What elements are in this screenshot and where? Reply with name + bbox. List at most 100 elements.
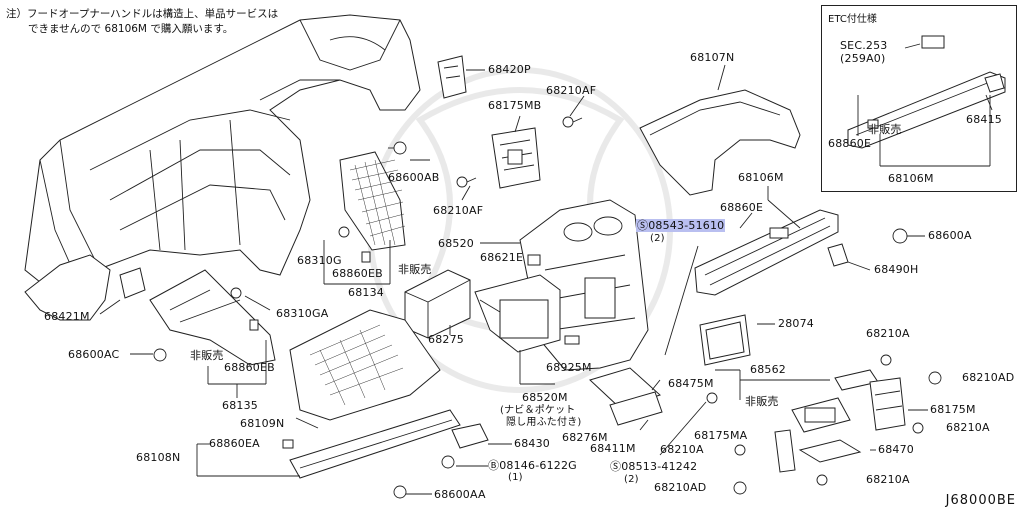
label-68108n[interactable]: 68108N bbox=[136, 451, 181, 464]
label-08543-code: 08543-51610 bbox=[648, 219, 725, 232]
label-68135[interactable]: 68135 bbox=[222, 399, 258, 412]
label-68210ad-2[interactable]: 68210AD bbox=[654, 481, 707, 494]
part-68135 bbox=[149, 269, 276, 366]
label-08146-qty: (1) bbox=[508, 472, 523, 483]
part-68421m bbox=[24, 254, 146, 321]
part-68109n-glovebox bbox=[289, 309, 441, 421]
note-line-1: 注）フードオープナーハンドルは構造上、単品サービスは bbox=[6, 8, 279, 20]
label-08543[interactable]: Ⓢ08543-51610 bbox=[636, 219, 726, 232]
label-68275[interactable]: 68275 bbox=[428, 333, 464, 346]
label-68562[interactable]: 68562 bbox=[750, 363, 786, 376]
label-08146[interactable]: Ⓑ08146-6122G bbox=[488, 459, 577, 472]
clip-68600ac bbox=[153, 348, 167, 362]
label-68520[interactable]: 68520 bbox=[438, 237, 474, 250]
label-68210a-3[interactable]: 68210A bbox=[660, 443, 704, 456]
screw-08513 bbox=[706, 392, 718, 404]
label-68107n[interactable]: 68107N bbox=[690, 51, 735, 64]
label-68520m[interactable]: 68520M bbox=[522, 391, 568, 404]
part-68411m bbox=[609, 391, 663, 426]
label-68106m[interactable]: 68106M bbox=[738, 171, 784, 184]
screw-68210a-3 bbox=[734, 444, 746, 456]
screw-68210a-4 bbox=[816, 474, 828, 486]
label-68490h[interactable]: 68490H bbox=[874, 263, 919, 276]
label-68276m[interactable]: 68276M bbox=[562, 431, 608, 444]
part-68925m bbox=[564, 335, 580, 345]
part-68470 bbox=[798, 439, 862, 463]
dashboard-upper-shell bbox=[24, 14, 421, 283]
clip-68600a bbox=[892, 228, 925, 244]
label-68175mb[interactable]: 68175MB bbox=[488, 99, 542, 112]
label-68600a[interactable]: 68600A bbox=[928, 229, 972, 242]
label-08513-qty: (2) bbox=[624, 474, 639, 485]
label-68210af-mid[interactable]: 68210AF bbox=[433, 204, 484, 217]
part-68621e bbox=[527, 254, 541, 266]
part-68175mb bbox=[491, 127, 541, 189]
screw-68210a-2 bbox=[912, 422, 924, 434]
label-68310ga[interactable]: 68310GA bbox=[276, 307, 329, 320]
part-68175m bbox=[869, 377, 906, 431]
etc-part-68106m[interactable]: 68106M bbox=[888, 172, 934, 185]
label-68134[interactable]: 68134 bbox=[348, 286, 384, 299]
part-68107n bbox=[639, 64, 801, 196]
label-68600ac[interactable]: 68600AC bbox=[68, 348, 120, 361]
screw-68210af-top bbox=[562, 116, 583, 128]
part-68108n bbox=[289, 409, 461, 479]
etc-part-68415[interactable]: 68415 bbox=[966, 113, 1002, 126]
label-68520m-note-1: (ナビ＆ポケット bbox=[500, 405, 576, 416]
label-68600aa[interactable]: 68600AA bbox=[434, 488, 486, 501]
label-68600ab[interactable]: 68600AB bbox=[388, 171, 440, 184]
leader-lines bbox=[99, 43, 993, 495]
label-68210a-4[interactable]: 68210A bbox=[866, 473, 910, 486]
label-68430[interactable]: 68430 bbox=[514, 437, 550, 450]
label-not-sold-3: 非販売 bbox=[745, 395, 779, 408]
clip-68860eb bbox=[249, 319, 259, 331]
label-68210af-top[interactable]: 68210AF bbox=[546, 84, 597, 97]
etc-not-sold: 非販売 bbox=[868, 123, 902, 136]
diagram-code: J68000BE bbox=[945, 493, 1016, 508]
label-68175m[interactable]: 68175M bbox=[930, 403, 976, 416]
part-68490h bbox=[827, 243, 849, 267]
label-68860ea[interactable]: 68860EA bbox=[209, 437, 260, 450]
label-68420p[interactable]: 68420P bbox=[488, 63, 531, 76]
label-68925m[interactable]: 68925M bbox=[546, 361, 592, 374]
label-not-sold-2: 非販売 bbox=[190, 349, 224, 362]
label-68210a-2[interactable]: 68210A bbox=[946, 421, 990, 434]
label-28074[interactable]: 28074 bbox=[778, 317, 814, 330]
label-68310g[interactable]: 68310G bbox=[297, 254, 342, 267]
label-68475m[interactable]: 68475M bbox=[668, 377, 714, 390]
etc-part-68860e[interactable]: 68860E bbox=[828, 137, 872, 150]
label-not-sold-1: 非販売 bbox=[398, 263, 432, 276]
clip-68600aa bbox=[393, 485, 407, 499]
screw-68210ad-2 bbox=[733, 481, 747, 495]
note-line-2: できませんので 68106M で購入願います。 bbox=[28, 23, 234, 35]
label-08543-qty: (2) bbox=[650, 233, 665, 244]
label-68621e[interactable]: 68621E bbox=[480, 251, 524, 264]
part-68475m-box bbox=[791, 397, 851, 433]
label-68411m[interactable]: 68411M bbox=[590, 442, 636, 455]
clip-68860ea bbox=[282, 439, 294, 449]
label-08513[interactable]: Ⓢ08513-41242 bbox=[610, 460, 698, 473]
label-68210ad-1[interactable]: 68210AD bbox=[962, 371, 1015, 384]
label-68860eb[interactable]: 68860EB bbox=[224, 361, 275, 374]
label-68421m[interactable]: 68421M bbox=[44, 310, 90, 323]
label-68520m-note-2: 隠し用ふた付き) bbox=[506, 417, 582, 428]
clip-68860eb-top bbox=[361, 251, 371, 263]
etc-title: ETC付仕様 bbox=[828, 14, 877, 25]
label-68210a-1[interactable]: 68210A bbox=[866, 327, 910, 340]
etc-assembly bbox=[847, 35, 1006, 149]
label-68860e[interactable]: 68860E bbox=[720, 201, 764, 214]
label-68470[interactable]: 68470 bbox=[878, 443, 914, 456]
part-68430 bbox=[451, 423, 489, 449]
label-68175ma[interactable]: 68175MA bbox=[694, 429, 748, 442]
part-68134-bracket bbox=[339, 151, 406, 251]
clip-68310ga bbox=[230, 287, 242, 299]
label-68109n[interactable]: 68109N bbox=[240, 417, 285, 430]
screw-68210a-1 bbox=[880, 354, 892, 366]
label-68860eb-top[interactable]: 68860EB bbox=[332, 267, 383, 280]
part-68275 bbox=[404, 269, 471, 339]
label-08146-code: 08146-6122G bbox=[499, 459, 577, 472]
part-68106m bbox=[694, 209, 839, 296]
part-68520m bbox=[474, 274, 561, 353]
